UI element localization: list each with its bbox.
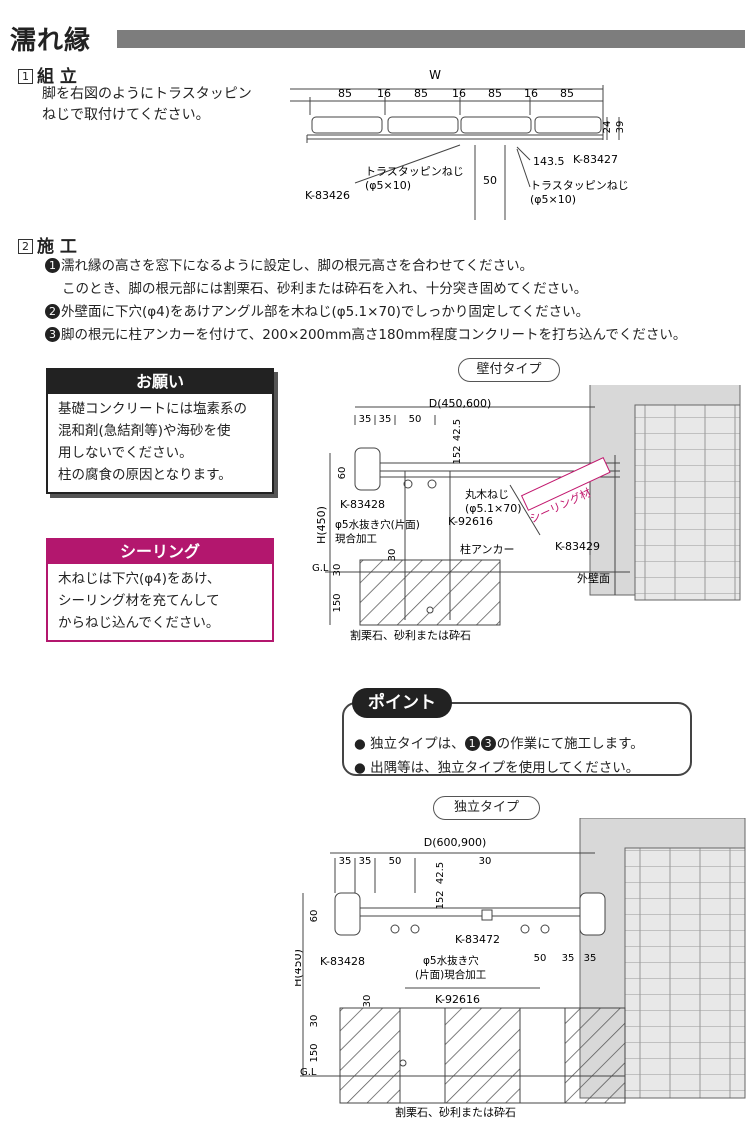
free-part-k83428: K-83428: [320, 955, 365, 968]
wall-hole2: 現合加工: [335, 532, 377, 545]
assembly-leg: 50: [483, 174, 497, 187]
wall-anchor: 柱アンカー: [460, 542, 515, 556]
wall-dim: 35: [379, 414, 392, 425]
section1-line: ねじで取付けてください。: [42, 107, 210, 123]
free-dim-mid: 30: [479, 856, 492, 867]
wall-h-label: H(450): [315, 506, 328, 544]
sealing-text: 木ねじは下穴(φ4)をあけ、 シーリング材を充てんして からねじ込んでください。: [58, 571, 221, 631]
screw1-size: (φ5×10): [365, 179, 411, 192]
free-vert: 152: [435, 890, 446, 909]
point-line-2: ● 出隅等は、独立タイプを使用してください。: [354, 760, 640, 776]
wall-d-label: D(450,600): [429, 397, 492, 410]
part-k83426: K-83426: [305, 189, 350, 202]
free-vert: 150: [309, 1043, 320, 1062]
assembly-height: 39: [615, 121, 626, 134]
screw1-label: トラスタッピンねじ: [365, 165, 464, 178]
screw2-label: トラスタッピンねじ: [530, 179, 629, 192]
wall-gravel: 割栗石、砂利または砕石: [350, 628, 471, 642]
free-vert: 30: [362, 995, 373, 1008]
free-h-label: H(450): [295, 949, 304, 987]
wall-dim: 50: [409, 414, 422, 425]
assembly-width: 16: [452, 87, 466, 100]
wall-vert: 152: [452, 445, 463, 464]
step-mark: 1: [45, 258, 60, 273]
page-title: 濡れ縁: [10, 26, 92, 56]
section1-heading: 1 組 立: [18, 62, 77, 87]
wall-gl: G.L: [312, 563, 329, 574]
free-dim-right: 35: [584, 953, 597, 964]
free-part-k83472: K-83472: [455, 933, 500, 946]
section1-number: 1: [18, 69, 33, 84]
free-dim-left: 35: [359, 856, 372, 867]
free-gravel: 割栗石、砂利または砕石: [395, 1105, 516, 1119]
free-dim-left: 35: [339, 856, 352, 867]
assembly-width: 85: [488, 87, 502, 100]
assembly-height: 24: [602, 121, 613, 134]
step-mark: 2: [45, 304, 60, 319]
wall-vert: 30: [387, 549, 398, 562]
free-dim-left: 50: [389, 856, 402, 867]
step-mark: 3: [45, 327, 60, 342]
sealing-title: シーリング: [48, 540, 272, 564]
assembly-w-label: W: [429, 68, 441, 82]
onegai-text: 基礎コンクリートには塩素系の 混和剤(急結剤等)や海砂を使 用しないでください。…: [58, 401, 247, 483]
wall-part-k83429: K-83429: [555, 540, 600, 553]
wall-vert: 60: [337, 467, 348, 480]
wall-vert: 30: [332, 564, 343, 577]
assembly-offset: 143.5: [533, 155, 565, 168]
title-bar: [117, 30, 745, 48]
free-type-label: 独立タイプ: [433, 796, 540, 820]
part-k83427: K-83427: [573, 153, 618, 166]
assembly-width: 85: [414, 87, 428, 100]
section1-title: 組 立: [37, 67, 77, 87]
free-vert: 42.5: [435, 862, 446, 884]
wall-part-k83428: K-83428: [340, 498, 385, 511]
assembly-diagram: W 85 16 85 16 85 16 85 24 39 143.5 50 K-…: [290, 68, 629, 220]
onegai-title: お願い: [48, 370, 272, 394]
wall-surface: 外壁面: [577, 571, 610, 585]
free-vert: 30: [309, 1015, 320, 1028]
free-vert: 60: [309, 910, 320, 923]
wall-type-label: 壁付タイプ: [458, 358, 560, 382]
free-type-diagram: D(600,900) 35 35 50 30 50 35 35 60 152 4…: [295, 818, 746, 1119]
free-dim-right: 35: [562, 953, 575, 964]
free-hole2: (片面)現合加工: [415, 968, 486, 981]
point-badge: ポイント: [352, 688, 452, 718]
section2-number: 2: [18, 239, 33, 254]
free-part-k92616: K-92616: [435, 993, 480, 1006]
free-hole: φ5水抜き穴: [423, 954, 479, 967]
section2-heading: 2 施 工: [18, 232, 77, 257]
wall-screw: 丸木ねじ: [465, 488, 509, 501]
wall-part-k92616: K-92616: [448, 515, 493, 528]
wall-vert: 150: [332, 593, 343, 612]
section1-line: 脚を右図のようにトラスタッピン: [42, 86, 252, 102]
free-dim-right: 50: [534, 953, 547, 964]
wall-vert: 42.5: [452, 419, 463, 441]
free-d-label: D(600,900): [424, 836, 487, 849]
wall-dim: 35: [359, 414, 372, 425]
section2-title: 施 工: [37, 237, 77, 257]
wall-hole: φ5水抜き穴(片面): [335, 518, 420, 531]
section1-text: 脚を右図のようにトラスタッピン ねじで取付けてください。: [42, 84, 252, 126]
onegai-box: お願い 基礎コンクリートには塩素系の 混和剤(急結剤等)や海砂を使 用しないでく…: [46, 368, 274, 494]
wall-type-diagram: シーリング材 D(450,600) 35 35 50 60 152 42.5 H…: [312, 385, 741, 642]
free-gl: G.L: [300, 1067, 317, 1078]
step-1-note: このとき、脚の根元部には割栗石、砂利または砕石を入れ、十分突き固めてください。: [62, 281, 588, 297]
screw2-size: (φ5×10): [530, 193, 576, 206]
assembly-width: 16: [524, 87, 538, 100]
assembly-width: 16: [377, 87, 391, 100]
wall-screw-size: (φ5.1×70): [465, 502, 522, 515]
sealing-box: シーリング 木ねじは下穴(φ4)をあけ、 シーリング材を充てんして からねじ込ん…: [46, 538, 274, 642]
assembly-width: 85: [338, 87, 352, 100]
assembly-width: 85: [560, 87, 574, 100]
